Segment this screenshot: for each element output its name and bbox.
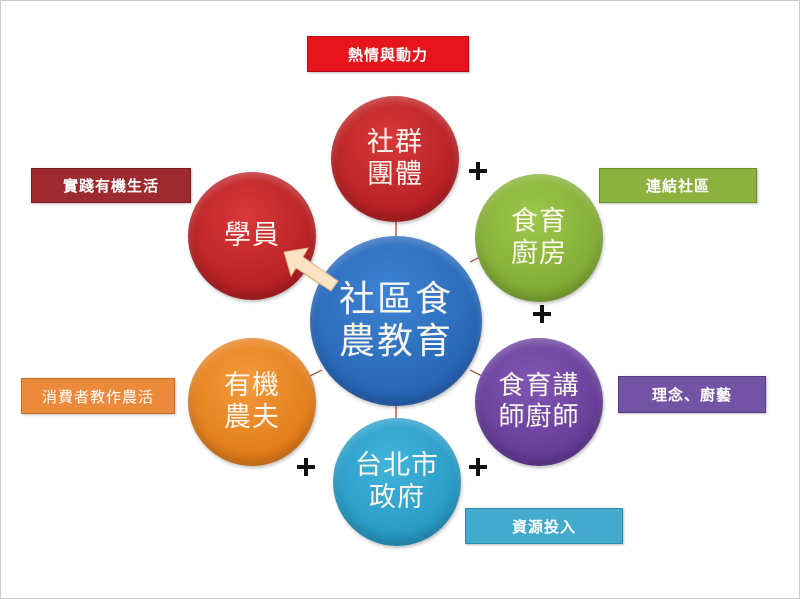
node-chefs-label: 食育講 師廚師 — [498, 371, 580, 432]
node-center: 社區食 農教育 — [310, 236, 482, 406]
node-students-label: 學員 — [224, 220, 280, 252]
callout-students-label: 實踐有機生活 — [62, 177, 159, 195]
callout-government-label: 資源投入 — [511, 517, 576, 536]
callout-community-label: 熱情與動力 — [347, 45, 428, 64]
node-farmers-label: 有機 農夫 — [224, 370, 280, 433]
node-center-label: 社區食 農教育 — [338, 278, 453, 362]
node-government: 台北市 政府 — [333, 418, 461, 546]
plus-icon — [467, 160, 489, 182]
node-kitchen: 食育 廚房 — [475, 174, 603, 302]
node-farmers: 有機 農夫 — [188, 338, 316, 466]
plus-icon — [467, 456, 489, 478]
callout-kitchen: 連結社區 — [599, 168, 757, 203]
callout-chefs-label: 理念、廚藝 — [651, 386, 732, 404]
callout-kitchen-label: 連結社區 — [645, 177, 710, 195]
callout-chefs: 理念、廚藝 — [618, 376, 766, 413]
callout-government: 資源投入 — [465, 508, 623, 544]
node-government-label: 台北市 政府 — [355, 450, 439, 513]
node-community: 社群 團體 — [331, 96, 459, 222]
plus-icon — [295, 456, 317, 478]
node-students: 學員 — [188, 172, 316, 300]
callout-farmers-label: 消費者教作農活 — [41, 387, 154, 406]
callout-students: 實踐有機生活 — [31, 168, 191, 203]
callout-farmers: 消費者教作農活 — [21, 378, 175, 414]
node-kitchen-label: 食育 廚房 — [511, 206, 567, 269]
callout-community: 熱情與動力 — [307, 36, 469, 72]
node-community-label: 社群 團體 — [367, 127, 423, 190]
node-chefs: 食育講 師廚師 — [475, 338, 603, 466]
plus-icon — [531, 303, 553, 325]
